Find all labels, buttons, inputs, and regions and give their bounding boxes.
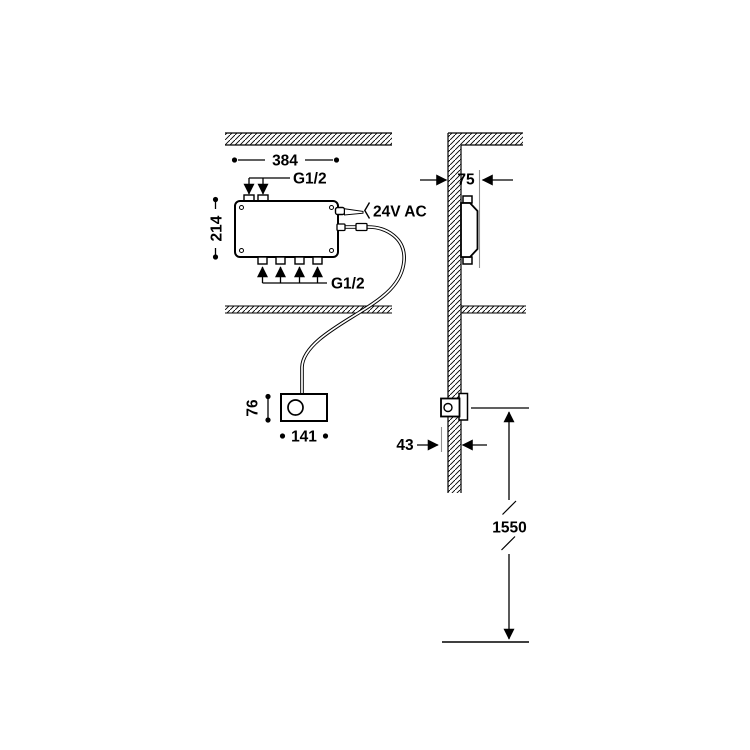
unit-width-label: 384 xyxy=(272,152,298,169)
thermostatic-unit-side-profile xyxy=(460,195,479,265)
dim-dot xyxy=(265,393,271,400)
port xyxy=(294,256,305,265)
height-from-floor-label: 1550 xyxy=(492,519,526,536)
thermostatic-unit-box xyxy=(234,200,339,258)
screw xyxy=(239,248,244,253)
cable-connector xyxy=(355,222,368,232)
screw xyxy=(239,205,244,210)
recess-depth-label: 75 xyxy=(457,171,475,188)
side-view-false-ceiling-section xyxy=(461,305,526,314)
brace xyxy=(363,202,371,219)
front-view-false-ceiling-section xyxy=(225,305,392,314)
port xyxy=(257,256,268,265)
power-label: 24V AC xyxy=(373,203,427,220)
dimension-control-width: 141 xyxy=(279,428,329,445)
power-connection: 24V AC xyxy=(334,202,427,220)
front-view-upper-ceiling-section xyxy=(225,132,392,146)
dimension-control-height: 76 xyxy=(244,393,271,423)
dim-dot xyxy=(279,433,286,439)
dim-dot xyxy=(333,157,340,163)
remote-control-side xyxy=(440,392,469,421)
bottom-connection-callout: G1/2 xyxy=(256,266,365,292)
top-connection-label: G1/2 xyxy=(293,170,327,187)
screw xyxy=(329,248,334,253)
dimension-unit-height: 214 xyxy=(208,196,225,260)
top-connection-callout: G1/2 xyxy=(243,170,327,195)
dim-dot xyxy=(231,157,238,163)
port xyxy=(312,256,323,265)
control-height-label: 76 xyxy=(244,399,261,417)
dimension-recess-depth: 75 xyxy=(420,170,513,268)
dim-dot xyxy=(212,254,219,260)
mount-tab xyxy=(462,195,473,204)
control-width-label: 141 xyxy=(291,428,317,445)
control-knob xyxy=(443,402,453,413)
control-cable xyxy=(300,222,406,394)
mount-tab xyxy=(462,256,473,265)
port xyxy=(275,256,286,265)
screw xyxy=(329,205,334,210)
side-view-upper-ceiling-section xyxy=(448,132,523,146)
power-stub xyxy=(334,206,346,216)
remote-control-front xyxy=(280,393,328,422)
power-wires xyxy=(344,208,364,216)
cable-stub xyxy=(336,223,346,232)
control-projection-label: 43 xyxy=(396,437,414,454)
control-knob xyxy=(287,399,304,416)
unit-height-label: 214 xyxy=(208,215,225,241)
dimension-control-projection: 43 xyxy=(396,427,487,454)
bottom-ports xyxy=(257,256,323,265)
dimension-unit-width: 384 xyxy=(231,152,340,169)
dimension-height-from-floor: 1550 xyxy=(442,407,529,643)
dim-dot xyxy=(265,417,271,423)
dim-dot xyxy=(212,196,219,203)
break-marks xyxy=(501,500,517,551)
bottom-connection-label: G1/2 xyxy=(331,275,365,292)
dim-dot xyxy=(322,433,329,439)
